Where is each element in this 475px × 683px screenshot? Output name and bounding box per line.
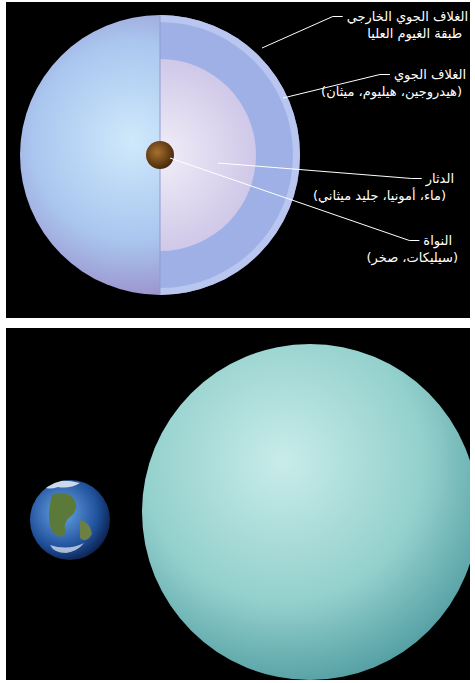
planet-sphere: [20, 15, 300, 295]
layer-name: الغلاف الجوي الخارجي: [347, 8, 468, 25]
layer-composition: طبقة الغيوم العليا: [367, 25, 462, 42]
earth-land: [40, 480, 92, 553]
layer-composition: (ماء، أمونيا، جليد ميثاني): [313, 187, 446, 204]
atmosphere-layer: [160, 22, 293, 288]
layer-composition: (هيدروجين، هيليوم، ميثان): [321, 83, 462, 100]
top-panel: [6, 2, 470, 318]
earth-planet: [30, 480, 110, 560]
core: [146, 141, 174, 169]
leader-line: [218, 163, 422, 179]
leader-line: [262, 17, 343, 49]
layer-name: الدثار: [426, 170, 454, 187]
layer-composition: (سيليكات، صخر): [367, 249, 459, 266]
layer-name: الغلاف الجوي: [394, 66, 466, 83]
layer-name: النواة: [423, 232, 452, 249]
mantle-layer: [160, 59, 256, 251]
uranus-planet: [142, 344, 470, 680]
